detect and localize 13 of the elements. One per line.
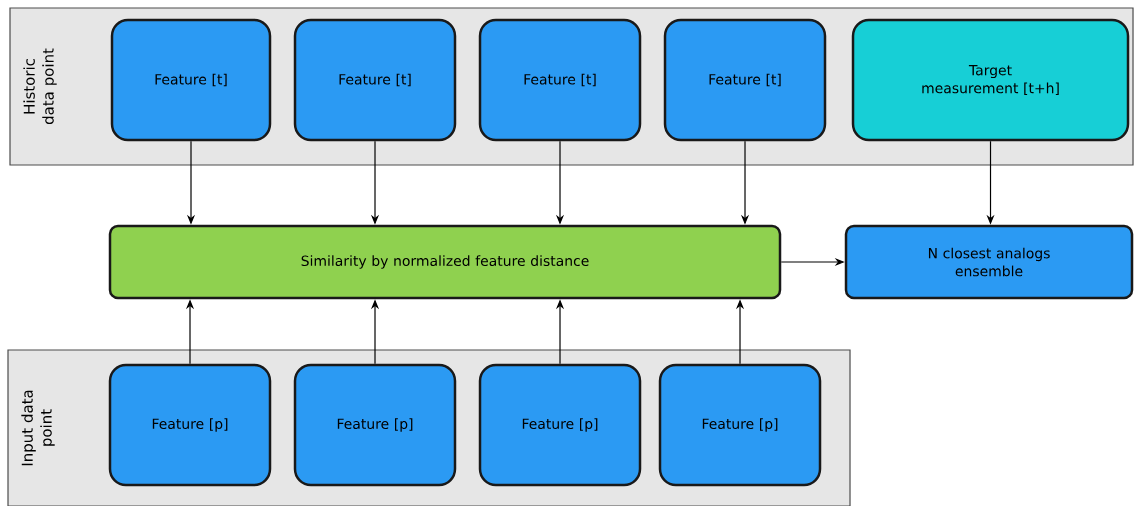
feature-box: Feature [p] [658, 363, 822, 487]
feature-box: Feature [t] [110, 18, 272, 142]
feature-box: Feature [t] [293, 18, 457, 142]
feature-box: Feature [t] [478, 18, 642, 142]
panel-label: Input data point [21, 390, 55, 466]
feature-box: Feature [p] [478, 363, 642, 487]
feature-box: Feature [p] [108, 363, 272, 487]
similarity-box: Similarity by normalized feature distance [108, 224, 782, 300]
feature-box: Feature [t] [663, 18, 827, 142]
feature-box: Feature [p] [293, 363, 457, 487]
panel-label: Historic data point [23, 48, 57, 125]
ensemble-box: N closest analogs ensemble [844, 224, 1134, 300]
target-box: Target measurement [t+h] [851, 18, 1130, 142]
